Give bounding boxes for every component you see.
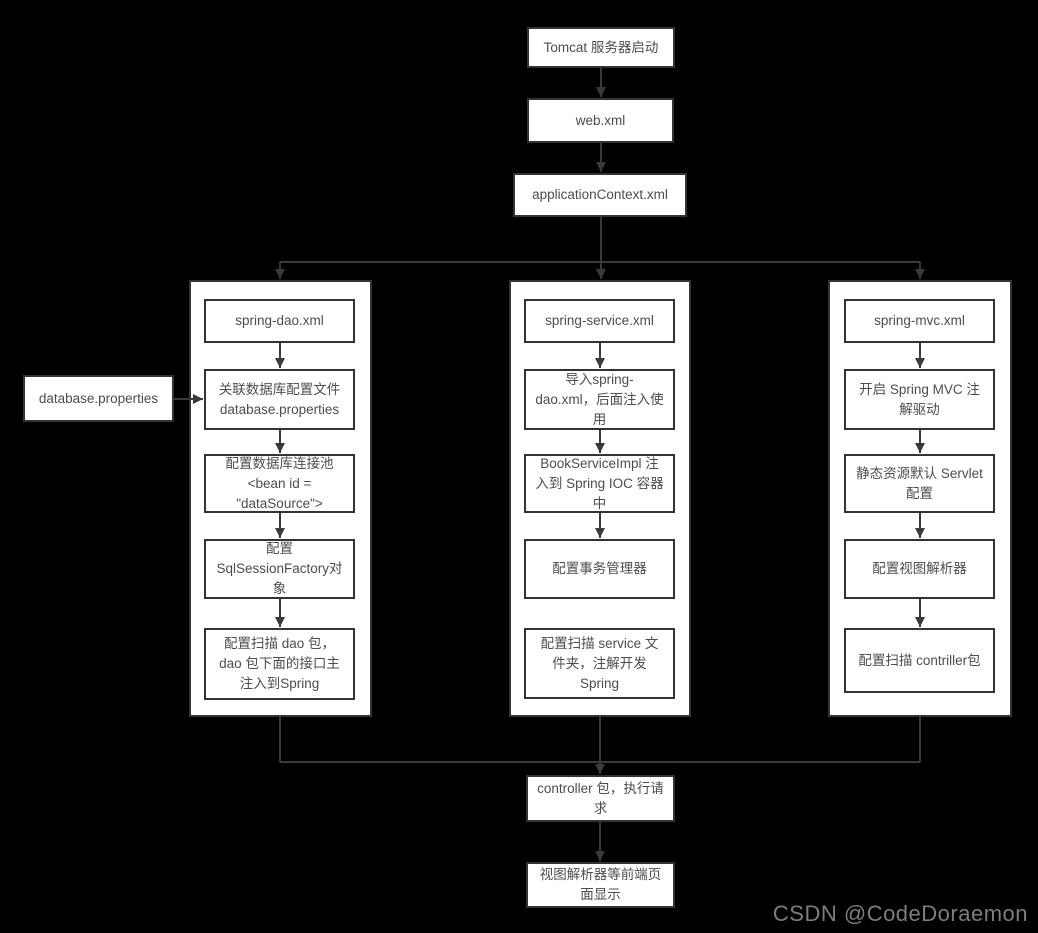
node-dao-step-link-db-config: 关联数据库配置文件 database.properties xyxy=(204,369,355,430)
node-dao-step-datasource-pool: 配置数据库连接池 <bean id = "dataSource"> xyxy=(204,454,355,513)
node-service-step-import-dao-xml: 导入spring- dao.xml，后面注入使 用 xyxy=(524,369,675,430)
node-service-step-bookserviceimpl-ioc: BookServiceImpl 注 入到 Spring IOC 容器 中 xyxy=(524,454,675,513)
node-web-xml: web.xml xyxy=(527,98,674,143)
node-spring-mvc-xml: spring-mvc.xml xyxy=(844,299,995,343)
node-service-step-transaction-manager: 配置事务管理器 xyxy=(524,539,675,599)
node-mvc-step-scan-controller-package: 配置扫描 contriller包 xyxy=(844,628,995,693)
node-spring-dao-xml: spring-dao.xml xyxy=(204,299,355,343)
node-database-properties: database.properties xyxy=(23,375,174,422)
node-mvc-step-view-resolver: 配置视图解析器 xyxy=(844,539,995,599)
node-mvc-step-annotation-driven: 开启 Spring MVC 注 解驱动 xyxy=(844,369,995,430)
node-dao-step-sqlsessionfactory: 配置 SqlSessionFactory对 象 xyxy=(204,539,355,599)
node-spring-service-xml: spring-service.xml xyxy=(524,299,675,343)
node-dao-step-scan-dao-package: 配置扫描 dao 包， dao 包下面的接口主 注入到Spring xyxy=(204,628,355,700)
node-application-context-xml: applicationContext.xml xyxy=(513,173,687,217)
node-view-resolver-frontend-display: 视图解析器等前端页 面显示 xyxy=(526,862,675,908)
node-service-step-scan-service-folder: 配置扫描 service 文 件夹，注解开发 Spring xyxy=(524,628,675,699)
node-tomcat-start: Tomcat 服务器启动 xyxy=(527,27,675,68)
csdn-watermark: CSDN @CodeDoraemon xyxy=(772,901,1028,926)
node-mvc-step-default-servlet: 静态资源默认 Servlet 配置 xyxy=(844,454,995,513)
node-controller-execute-request: controller 包，执行请 求 xyxy=(526,775,675,822)
